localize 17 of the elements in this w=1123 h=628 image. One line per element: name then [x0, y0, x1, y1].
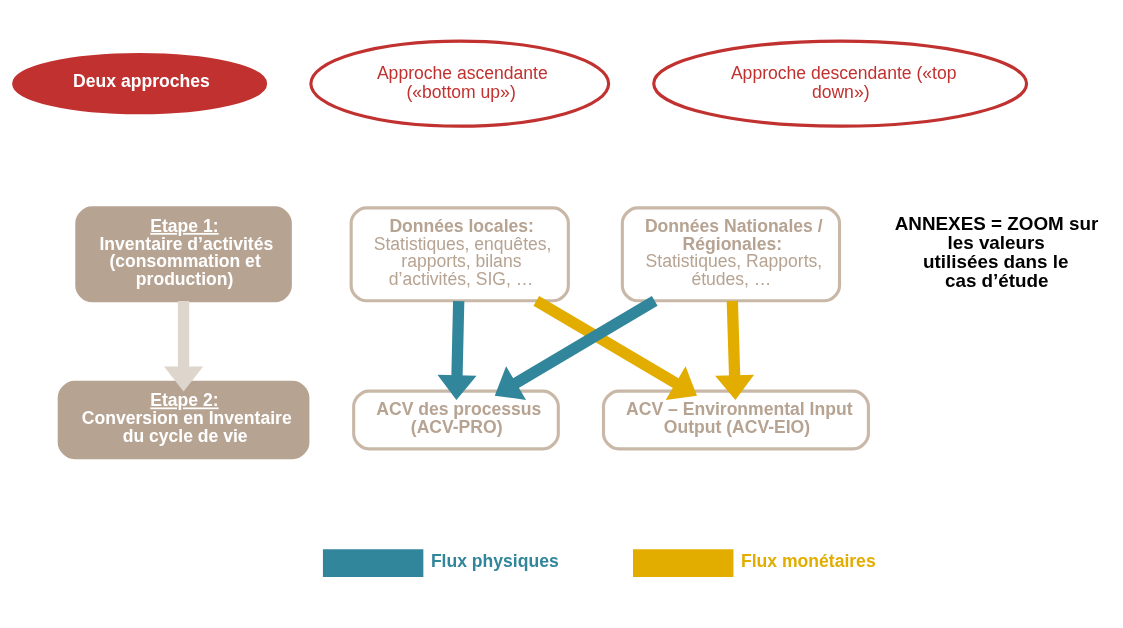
node-box: ACV des processus (ACV-PRO) — [352, 389, 560, 451]
arrow — [164, 301, 204, 392]
label: ANNEXES = ZOOM sur les valeurs utilisées dans le cas d’étude — [894, 213, 1099, 291]
legend-label: Flux monétaires — [740, 550, 876, 571]
arrow — [715, 300, 755, 401]
node-box: Etape 2: Conversion en Inventaire du cycle de vie — [57, 380, 310, 460]
arrow — [533, 295, 697, 400]
node-box: Données Nationales / Régionales: Statistiques, Rapports, études, … — [620, 206, 842, 303]
node-ellipse: Approche descendante («top down») — [652, 39, 1029, 128]
arrow — [437, 300, 477, 401]
legend-label: Flux physiques — [430, 550, 559, 571]
node-box: ACV – Environmental Input Output (ACV-EIO) — [601, 389, 870, 451]
node-box: Données locales: Statistiques, enquêtes, rapports, bilans d’activités, SIG, … — [349, 206, 570, 303]
node-ellipse: Approche ascendante («bottom up») — [309, 39, 611, 128]
arrow — [494, 295, 658, 400]
node-ellipse: Deux approches — [12, 52, 268, 115]
node-box: Etape 1: Inventaire d’activités (consommation et production) — [75, 206, 292, 303]
